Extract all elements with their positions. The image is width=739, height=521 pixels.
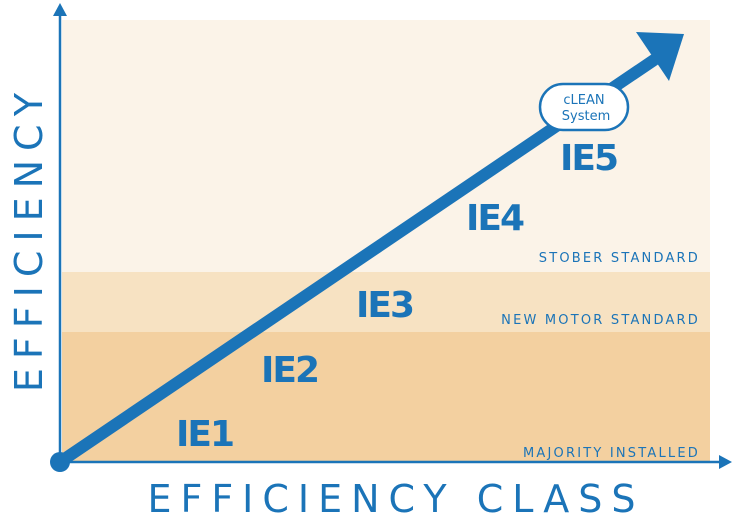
x-axis-arrow bbox=[719, 455, 732, 469]
class-label-ie2: IE2 bbox=[261, 350, 318, 391]
origin-dot bbox=[50, 452, 70, 472]
clean-system-badge: cLEAN System bbox=[538, 82, 630, 132]
y-axis-arrow bbox=[53, 3, 67, 16]
x-axis-title: EFFICIENCY CLASS bbox=[147, 477, 644, 521]
band-label-stober: STOBER STANDARD bbox=[539, 251, 700, 266]
band-top bbox=[62, 20, 710, 272]
class-label-ie4: IE4 bbox=[466, 198, 524, 239]
class-label-ie1: IE1 bbox=[176, 414, 233, 455]
trend-arrow-head bbox=[636, 32, 684, 81]
class-label-ie3: IE3 bbox=[356, 285, 413, 326]
badge-outline bbox=[538, 82, 630, 132]
class-label-ie5: IE5 bbox=[560, 138, 617, 179]
band-label-new-motor: NEW MOTOR STANDARD bbox=[501, 313, 700, 328]
band-middle bbox=[62, 272, 710, 332]
badge-line-1: cLEAN bbox=[563, 93, 604, 108]
band-bottom bbox=[62, 332, 710, 462]
y-axis-title: EFFICIENCY bbox=[7, 84, 51, 392]
badge-line-2: System bbox=[562, 109, 610, 124]
band-label-majority: MAJORITY INSTALLED bbox=[523, 446, 700, 461]
